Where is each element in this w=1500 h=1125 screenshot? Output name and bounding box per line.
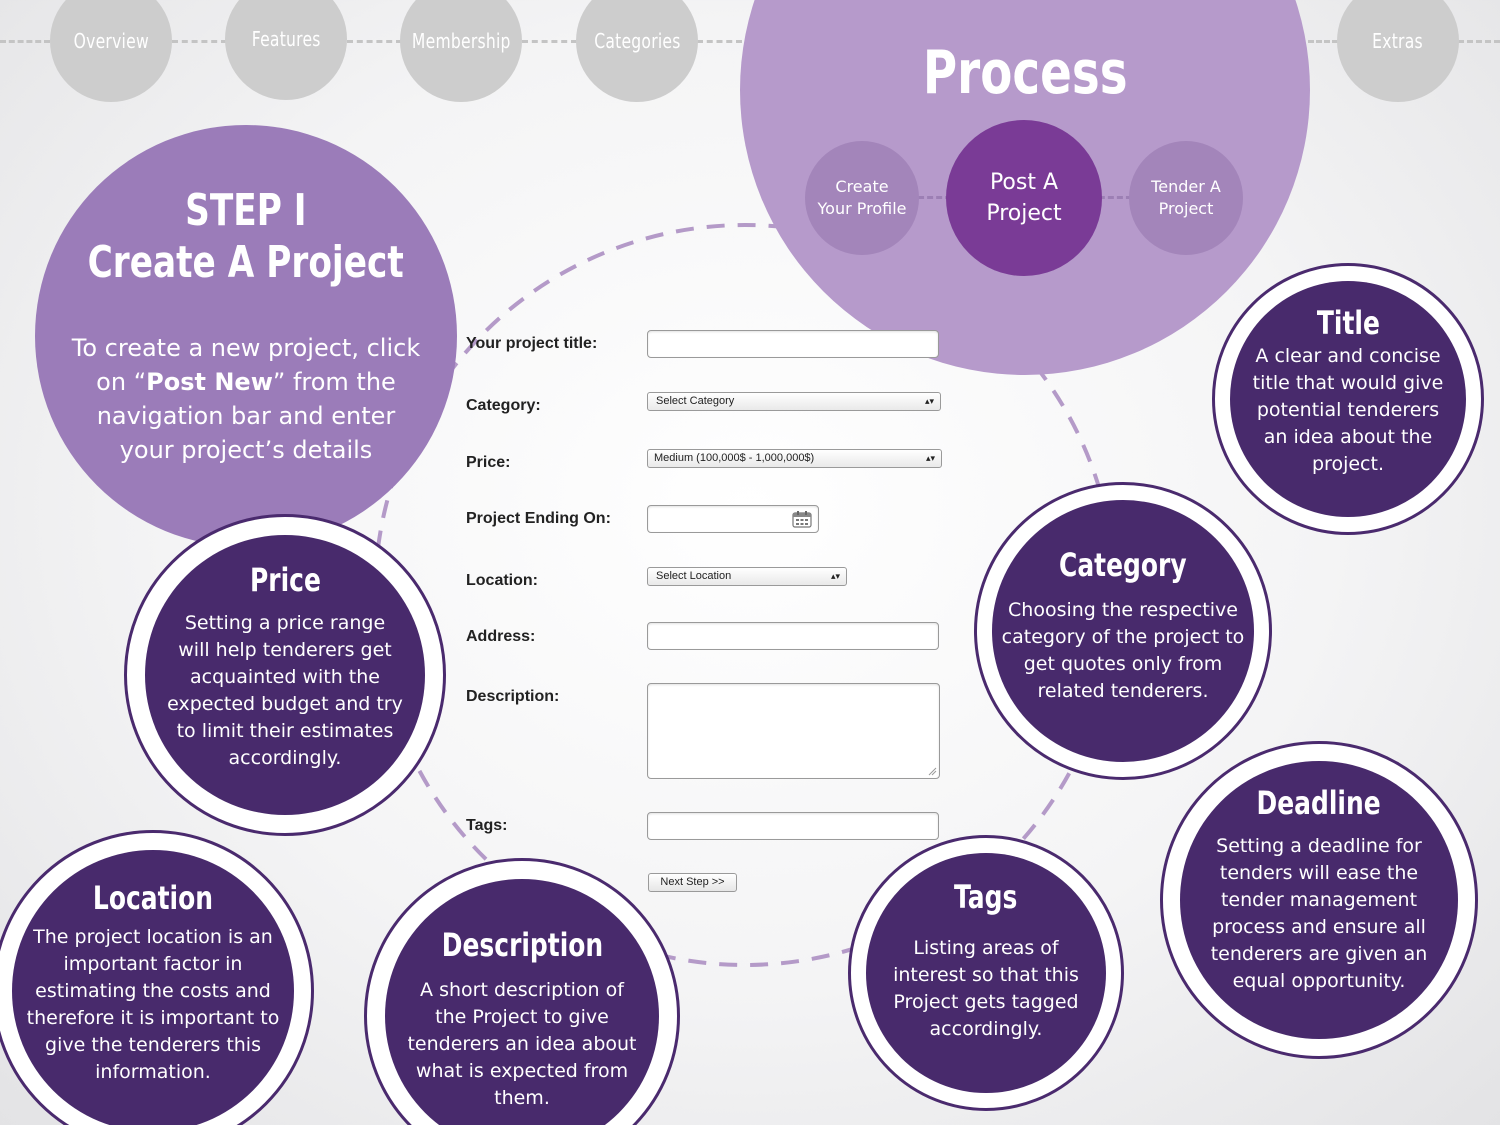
nav-extras[interactable]: Extras — [1337, 0, 1459, 102]
process-step-create-profile[interactable]: Create Your Profile — [805, 141, 919, 255]
nav-features[interactable]: Features — [225, 0, 347, 100]
label-category: Category: — [466, 397, 541, 414]
next-step-button[interactable]: Next Step >> — [648, 873, 737, 892]
description-textarea[interactable] — [647, 683, 940, 779]
price-bubble-heading: Price — [249, 561, 321, 599]
category-bubble: Category Choosing the respective categor… — [992, 500, 1254, 762]
title-bubble: Title A clear and concise title that wou… — [1230, 281, 1466, 517]
project-ending-date-input[interactable] — [647, 505, 819, 533]
nav-membership[interactable]: Membership — [400, 0, 522, 102]
nav-connector — [1458, 40, 1500, 43]
tags-input[interactable] — [647, 812, 939, 840]
tags-bubble-text: Listing areas of interest so that this P… — [893, 937, 1079, 1040]
address-input[interactable] — [647, 622, 939, 650]
project-title-input[interactable] — [647, 330, 939, 358]
nav-connector — [1308, 40, 1338, 43]
step-title: STEP I Create A Project — [87, 185, 405, 288]
label-tags: Tags: — [466, 817, 508, 834]
resize-handle-icon[interactable] — [928, 767, 937, 776]
nav-connector — [697, 40, 742, 43]
category-bubble-text: Choosing the respective category of the … — [1001, 599, 1245, 702]
description-bubble-text: A short description of the Project to gi… — [407, 979, 637, 1109]
description-bubble-heading: Description — [441, 926, 603, 964]
step-circle — [35, 125, 457, 547]
description-bubble: Description A short description of the P… — [385, 879, 659, 1125]
process-step-tender-project[interactable]: Tender A Project — [1129, 141, 1243, 255]
label-location: Location: — [466, 572, 538, 589]
location-bubble: Location The project location is an impo… — [12, 850, 294, 1125]
select-arrows-icon: ▴▾ — [925, 453, 935, 463]
nav-connector — [522, 40, 577, 43]
deadline-bubble-heading: Deadline — [1256, 784, 1382, 822]
location-bubble-heading: Location — [92, 879, 214, 917]
deadline-bubble: Deadline Setting a deadline for tenders … — [1180, 761, 1458, 1039]
category-select[interactable]: Select Category ▴▾ — [647, 392, 941, 411]
label-price: Price: — [466, 454, 511, 471]
tags-bubble-heading: Tags — [954, 878, 1018, 916]
select-arrows-icon: ▴▾ — [924, 396, 934, 406]
deadline-bubble-text: Setting a deadline for tenders will ease… — [1210, 835, 1428, 992]
tags-bubble: Tags Listing areas of interest so that t… — [866, 853, 1106, 1093]
location-select[interactable]: Select Location ▴▾ — [647, 567, 847, 586]
nav-connector — [0, 40, 50, 43]
select-arrows-icon: ▴▾ — [830, 571, 840, 581]
label-address: Address: — [466, 628, 536, 645]
location-bubble-text: The project location is an important fac… — [26, 926, 280, 1083]
calendar-icon[interactable] — [792, 510, 812, 528]
title-bubble-text: A clear and concise title that would giv… — [1252, 345, 1444, 475]
post-new-label: Post New — [146, 368, 273, 396]
label-project-ending: Project Ending On: — [466, 510, 611, 527]
nav-overview[interactable]: Overview — [50, 0, 172, 102]
title-bubble-heading: Title — [1316, 304, 1380, 342]
process-step-post-project[interactable]: Post A Project — [946, 120, 1102, 276]
step-description: To create a new project, click on “Post … — [71, 334, 421, 464]
label-project-title: Your project title: — [466, 335, 598, 352]
nav-categories[interactable]: Categories — [576, 0, 698, 102]
process-title: Process — [922, 38, 1128, 108]
price-bubble: Price Setting a price range will help te… — [145, 535, 425, 815]
category-bubble-heading: Category — [1059, 546, 1187, 584]
label-description: Description: — [466, 688, 560, 705]
nav-connector — [172, 40, 227, 43]
price-select[interactable]: Medium (100,000$ - 1,000,000$) ▴▾ — [647, 449, 942, 468]
nav-connector — [347, 40, 402, 43]
price-bubble-text: Setting a price range will help tenderer… — [167, 612, 403, 769]
